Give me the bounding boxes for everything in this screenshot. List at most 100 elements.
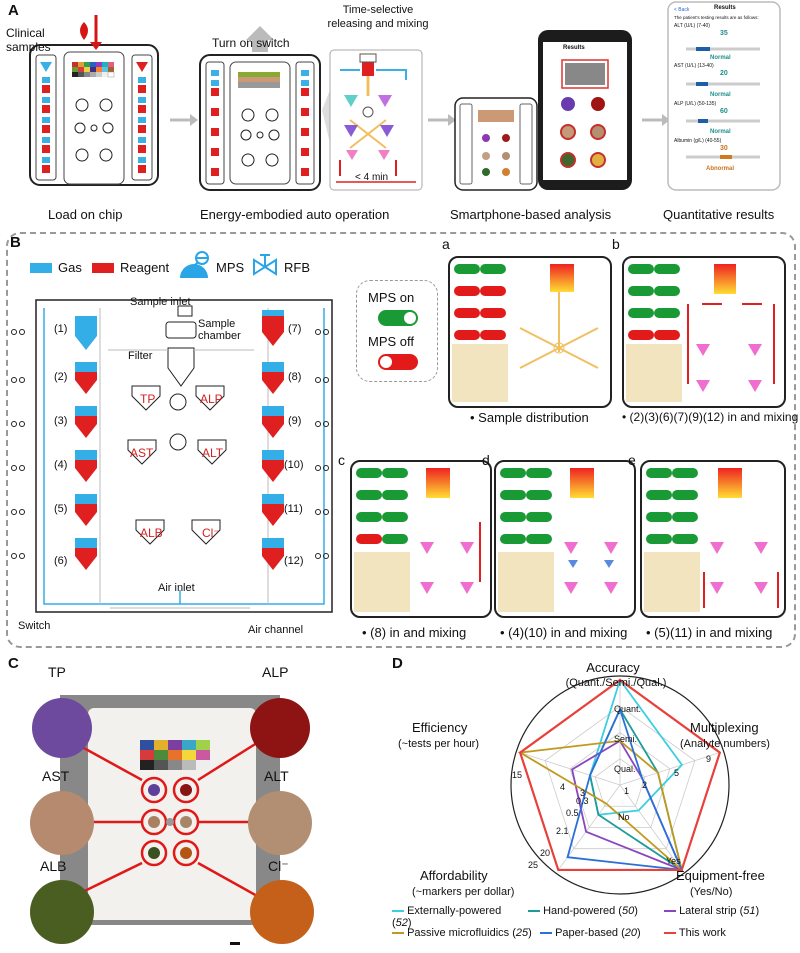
tick-aff-0-5: 0.5 <box>566 808 579 818</box>
axis-accuracy: Accuracy <box>586 660 640 675</box>
legend-name: This work <box>678 927 726 939</box>
sub-caption-a: • Sample distribution <box>470 410 589 425</box>
tank-num-left: (3) <box>54 415 68 427</box>
caption-smartphone-analysis: Smartphone-based analysis <box>450 207 612 222</box>
chamber-cl: Cl⁻ <box>202 526 220 540</box>
panel-d-letter: D <box>392 655 403 672</box>
radar-series-6 <box>518 678 722 872</box>
tank-num-right: (11) <box>284 503 303 515</box>
legend-ref: 50 <box>621 905 635 917</box>
caption-quantitative-results: Quantitative results <box>663 207 775 222</box>
reagent-swatch <box>92 263 114 273</box>
tank-num-right: (7) <box>288 323 302 335</box>
tank-num-right: (10) <box>284 459 304 471</box>
sub-letter-b: b <box>612 236 620 252</box>
result-label: AST (U/L) (13-40) <box>674 63 714 69</box>
air-channel-label: Air channel <box>248 624 304 636</box>
legend-name: Externally-powered <box>407 905 502 917</box>
ast-result-swatch <box>30 791 94 855</box>
tick-aff-2-1: 2.1 <box>556 826 569 836</box>
legend-name: Lateral strip <box>679 905 737 917</box>
tick-aff-0-3: 0.3 <box>576 796 589 806</box>
tick-aff-25: 25 <box>528 860 539 870</box>
tank-num-left: (2) <box>54 371 68 383</box>
tank-num-left: (1) <box>54 323 68 335</box>
sub-panel-a <box>448 256 612 408</box>
sub-caption-b: • (2)(3)(6)(7)(9)(12) in and mixing <box>622 410 799 424</box>
legend-item: Paper-based (20) <box>540 927 660 939</box>
legend-ref: 51 <box>743 905 756 917</box>
tick-eff-4: 4 <box>560 782 566 792</box>
tick-aff-20: 20 <box>540 848 551 858</box>
tp-result-swatch <box>32 698 92 758</box>
axis-equipment-sub: (Yes/No) <box>690 886 733 898</box>
result-status: Normal <box>710 129 731 135</box>
mps-on-toggle <box>378 310 418 326</box>
radar-grid <box>544 705 696 850</box>
mps-icon <box>180 251 209 278</box>
clinical-samples-label: Clinical samples <box>6 26 51 54</box>
panel-c-letter: C <box>8 655 19 672</box>
panel-a-letter: A <box>8 2 19 19</box>
chamber-alb: ALB <box>140 526 163 540</box>
alt-result-swatch <box>248 791 312 855</box>
sub-caption-e: • (5)(11) in and mixing <box>646 625 773 640</box>
result-label: ALP (U/L) (50-135) <box>674 101 717 107</box>
tick-semi: Semi. <box>614 734 638 744</box>
air-inlet-label: Air inlet <box>158 582 195 594</box>
mps-on-label: MPS on <box>368 290 415 305</box>
mps-off-label: MPS off <box>368 334 415 349</box>
axis-efficiency: Efficiency <box>412 720 468 735</box>
chamber-ast: AST <box>130 446 154 460</box>
axis-multiplexing-sub: (Analyte numbers) <box>680 738 770 750</box>
chip-auto <box>199 26 334 191</box>
legend-ref: 52 <box>395 917 408 929</box>
phone-title: Results <box>563 45 585 51</box>
mps-off-toggle <box>378 354 418 370</box>
label-alp: ALP <box>262 664 289 680</box>
radar-series-3 <box>571 739 684 872</box>
legend-item: This work <box>664 927 784 939</box>
tick-yes: Yes <box>666 856 681 866</box>
tick-mult-1: 1 <box>624 786 630 796</box>
sub-letter-a: a <box>442 236 450 252</box>
panel-a-figure <box>29 1 781 191</box>
legend-ref: 20 <box>624 927 638 939</box>
label-alb: ALB <box>40 858 67 874</box>
caption-auto-operation: Energy-embodied auto operation <box>200 207 390 222</box>
legend-item: Passive microfluidics (25) <box>392 927 532 939</box>
results-title: Results <box>714 5 736 11</box>
result-value: 60 <box>720 108 728 115</box>
tick-mult-5: 5 <box>674 768 680 778</box>
sub-panel-c <box>350 460 492 618</box>
alp-result-swatch <box>250 698 310 758</box>
result-status: Abnormal <box>706 166 735 172</box>
label-ast: AST <box>42 768 70 784</box>
radar-series-1 <box>589 678 684 816</box>
sub-caption-c: • (8) in and mixing <box>362 625 467 640</box>
tick-eff-15: 15 <box>512 770 523 780</box>
legend-item: Hand-powered (50) <box>528 905 658 917</box>
sub-caption-d: • (4)(10) in and mixing <box>500 625 628 640</box>
radar-series-5 <box>566 706 684 872</box>
sub-panel-e <box>640 460 786 618</box>
result-label: Albumin (g/L) (40-55) <box>674 138 722 144</box>
result-status: Normal <box>710 92 731 98</box>
tank-num-left: (6) <box>54 555 68 567</box>
results-intro: The patient's testing results are as fol… <box>674 15 759 20</box>
legend-name: Hand-powered <box>543 905 616 917</box>
tank-num-right: (12) <box>284 555 304 567</box>
radar-axis <box>619 752 720 786</box>
alb-result-swatch <box>30 880 94 944</box>
legend-ref: 25 <box>515 927 529 939</box>
radar-chart <box>510 675 730 895</box>
chamber-alp: ALP <box>200 392 223 406</box>
radar-axis <box>520 752 621 786</box>
label-cl: Cl⁻ <box>268 858 289 874</box>
axis-affordability: Affordability <box>420 868 488 883</box>
legend-gas: Gas <box>58 260 82 275</box>
gas-swatch <box>30 263 52 273</box>
sub-letter-d: d <box>482 452 490 468</box>
chip-analysis <box>454 97 538 191</box>
results-back-link[interactable]: < Back <box>674 7 690 13</box>
